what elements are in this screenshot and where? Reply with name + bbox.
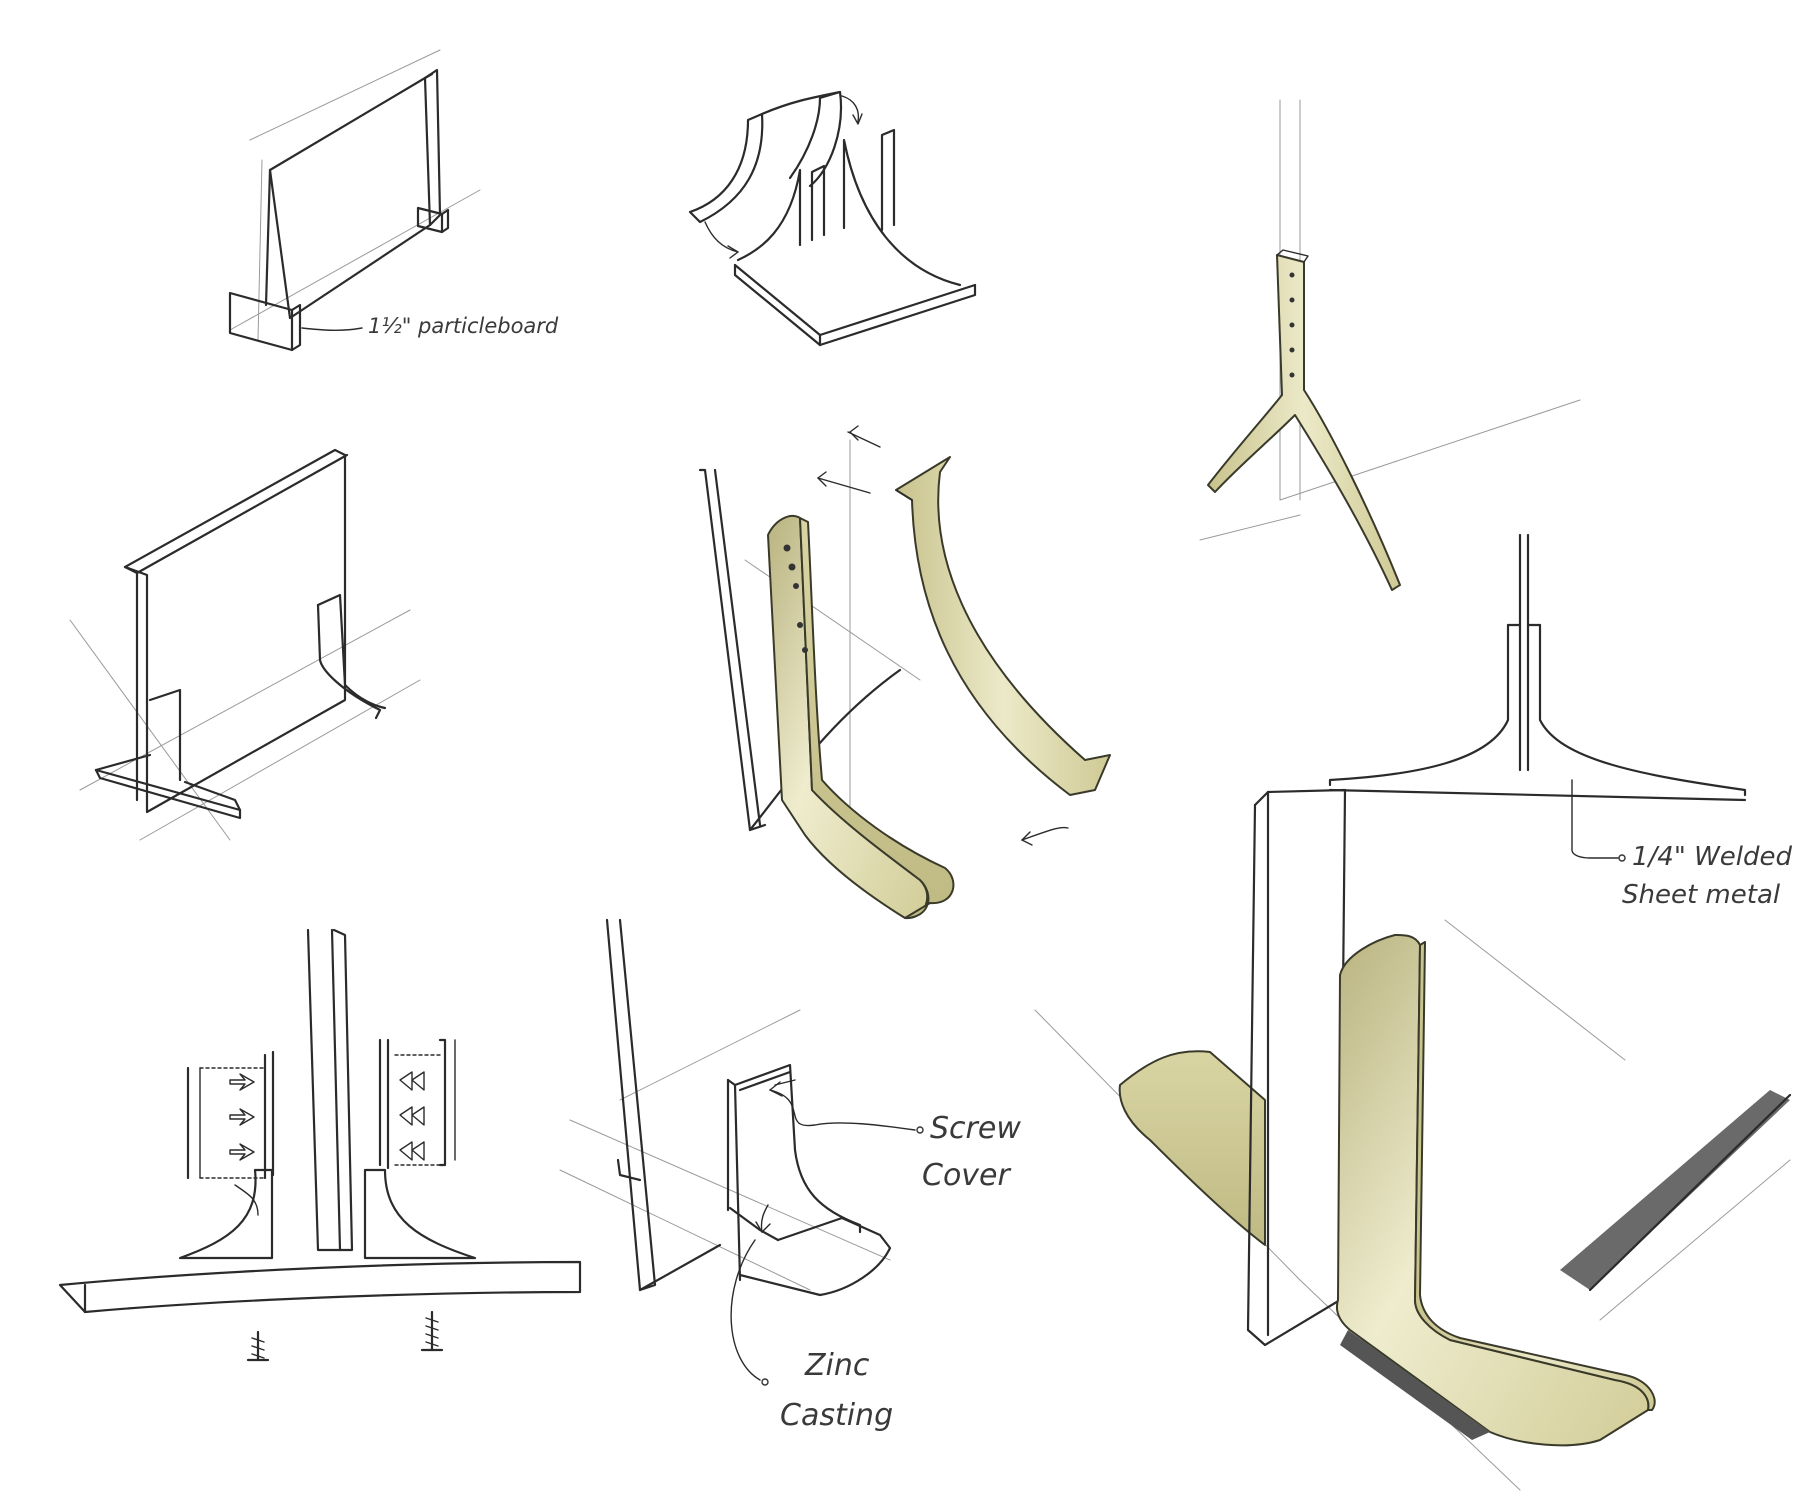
label-screw-line1: Screw — [930, 1111, 1021, 1146]
sketch-bent-bracket-exploded — [698, 425, 1111, 920]
sketch-l-bracket-foot — [1034, 788, 1792, 1491]
label-screw-line2: Cover — [922, 1158, 1012, 1193]
sketch-zinc-casting-bracket — [559, 918, 924, 1386]
label-particleboard: 1½" particleboard — [368, 314, 559, 338]
sketch-y-welded-leg — [1199, 99, 1581, 591]
sketch-panel-with-brackets — [69, 448, 421, 841]
label-welded-line2: Sheet metal — [1622, 880, 1781, 910]
sketch-welded-t-section — [1328, 533, 1747, 862]
label-zinc-line2: Casting — [780, 1398, 893, 1433]
sketch-curved-bracket-pair — [688, 90, 977, 347]
label-zinc-line1: Zinc — [804, 1348, 870, 1383]
label-welded-line1: 1/4" Welded — [1632, 842, 1792, 872]
sketch-screw-section — [58, 928, 582, 1362]
sketch-particleboard-panel — [228, 49, 481, 352]
